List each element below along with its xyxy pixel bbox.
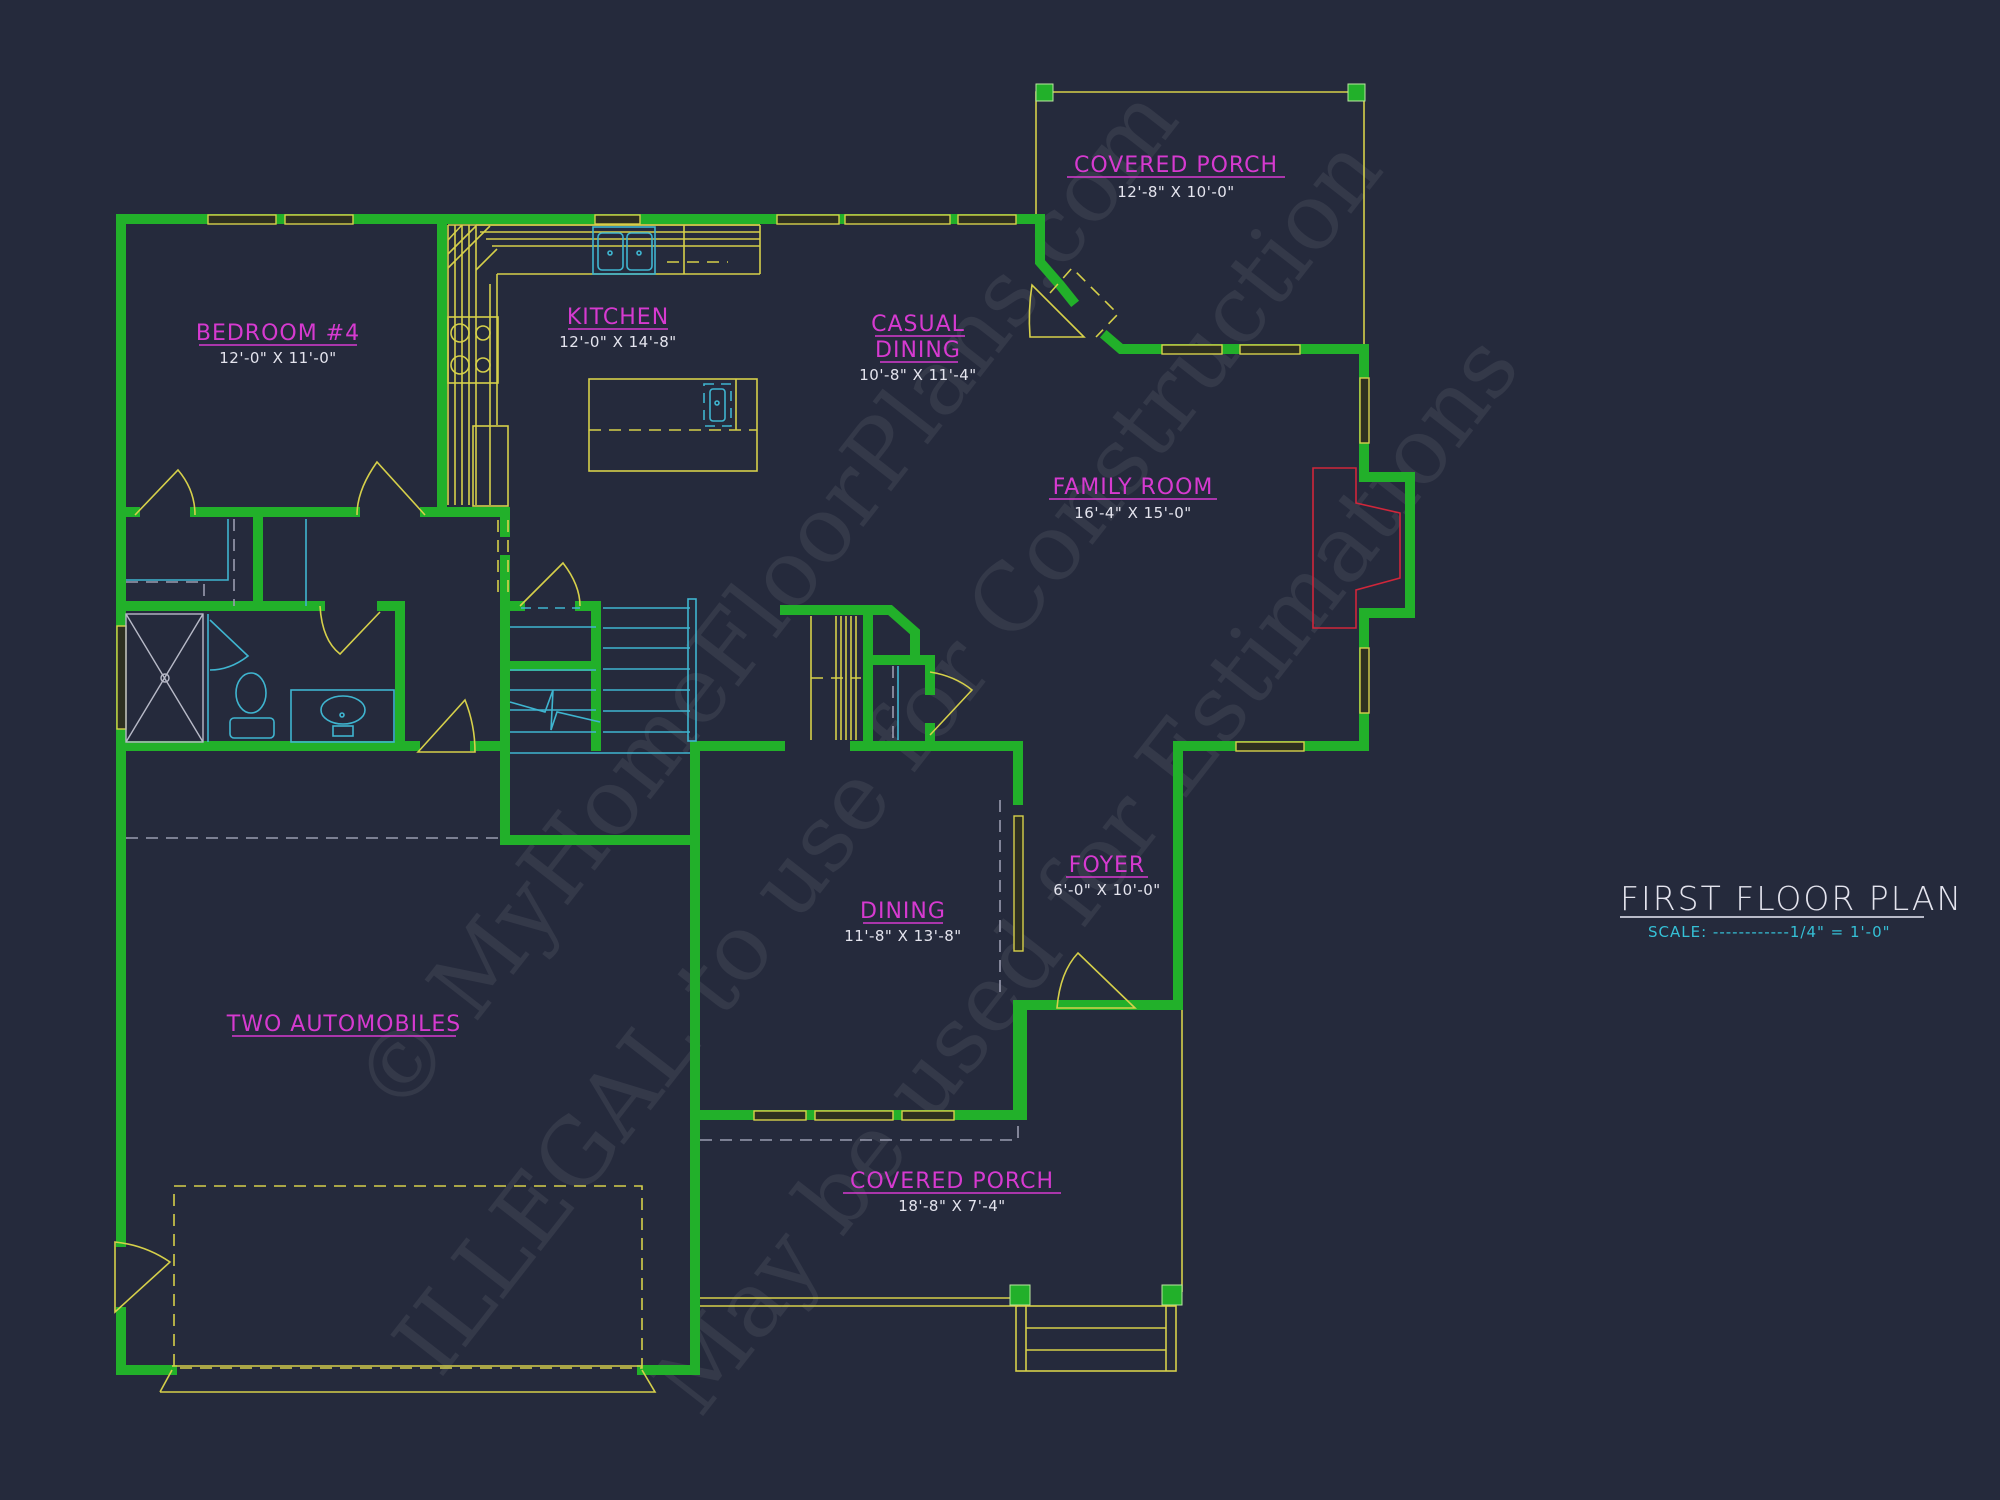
stove-icon	[447, 316, 499, 384]
svg-text:COVERED PORCH: COVERED PORCH	[1074, 153, 1278, 178]
porch-door-icon	[1028, 283, 1086, 338]
room-label-kitchen: KITCHEN 12'-0" X 14'-8"	[559, 305, 676, 351]
shower-icon	[125, 613, 204, 743]
room-label-covered-porch-front: COVERED PORCH 18'-8" X 7'-4"	[843, 1169, 1061, 1215]
garage-door-outline	[173, 1185, 643, 1369]
front-steps	[1015, 1305, 1177, 1372]
door-swing-icon	[319, 605, 381, 656]
garage-door-icon	[114, 1241, 172, 1314]
svg-text:18'-8" X 7'-4": 18'-8" X 7'-4"	[898, 1197, 1005, 1215]
svg-text:FOYER: FOYER	[1069, 853, 1145, 878]
drawing-title: FIRST FLOOR PLAN	[1620, 879, 1963, 918]
room-label-bedroom-4: BEDROOM #4 12'-0" X 11'-0"	[196, 321, 360, 367]
svg-text:BEDROOM #4: BEDROOM #4	[196, 321, 360, 346]
door-swing-icon	[416, 698, 476, 753]
misc-lines	[126, 800, 1183, 1393]
staircase	[509, 598, 697, 754]
door-swing-icon	[519, 561, 581, 607]
front-door-icon	[1056, 951, 1137, 1009]
svg-text:CASUAL: CASUAL	[871, 312, 965, 337]
room-label-covered-porch-rear: COVERED PORCH 12'-8" X 10'-0"	[1067, 153, 1285, 201]
room-label-foyer: FOYER 6'-0" X 10'-0"	[1053, 853, 1160, 899]
svg-text:12'-8" X 10'-0": 12'-8" X 10'-0"	[1117, 183, 1234, 201]
svg-text:10'-8" X 11'-4": 10'-8" X 11'-4"	[859, 366, 976, 384]
porch-post-icon	[1161, 1284, 1183, 1306]
title-block: FIRST FLOOR PLAN SCALE: ------------1/4"…	[1620, 879, 1963, 941]
coat-closet	[810, 616, 899, 740]
svg-text:11'-8" X 13'-8": 11'-8" X 13'-8"	[844, 927, 961, 945]
fireplace-icon	[1312, 467, 1401, 629]
bathroom-fixtures	[125, 519, 509, 743]
svg-text:COVERED PORCH: COVERED PORCH	[850, 1169, 1054, 1194]
door-swing-icon	[134, 468, 196, 516]
stair-handrail	[687, 598, 697, 742]
svg-text:DINING: DINING	[860, 899, 946, 924]
windows	[116, 214, 1370, 1121]
room-label-casual-dining: CASUAL DINING 10'-8" X 11'-4"	[859, 312, 976, 384]
svg-text:6'-0" X 10'-0": 6'-0" X 10'-0"	[1053, 881, 1160, 899]
svg-text:12'-0" X 14'-8": 12'-0" X 14'-8"	[559, 333, 676, 351]
vanity-sink-icon	[290, 689, 395, 743]
door-swing-icon	[929, 671, 974, 736]
room-label-family-room: FAMILY ROOM 16'-4" X 15'-0"	[1049, 475, 1217, 522]
svg-text:TWO AUTOMOBILES: TWO AUTOMOBILES	[226, 1012, 461, 1037]
porch-post-icon	[1009, 1284, 1031, 1306]
refrigerator-icon	[472, 425, 509, 507]
kitchen-cabinets	[447, 224, 761, 507]
svg-text:16'-4" X 15'-0": 16'-4" X 15'-0"	[1074, 504, 1191, 522]
svg-text:12'-0" X 11'-0": 12'-0" X 11'-0"	[219, 349, 336, 367]
drawing-scale: SCALE: ------------1/4" = 1'-0"	[1648, 923, 1891, 941]
porch-post-icon	[1347, 83, 1366, 102]
rear-porch-outline	[1035, 83, 1366, 346]
room-label-garage: TWO AUTOMOBILES	[226, 1012, 461, 1037]
svg-text:KITCHEN: KITCHEN	[567, 305, 669, 330]
kitchen-island	[588, 378, 758, 472]
room-label-dining: DINING 11'-8" X 13'-8"	[844, 899, 961, 945]
toilet-icon	[229, 672, 275, 739]
svg-text:DINING: DINING	[875, 338, 961, 363]
kitchen-sink-icon	[592, 226, 656, 275]
svg-text:FAMILY ROOM: FAMILY ROOM	[1053, 475, 1214, 500]
porch-post-icon	[1035, 83, 1054, 102]
door-swing-icon	[356, 460, 426, 516]
doors	[114, 266, 1137, 1314]
